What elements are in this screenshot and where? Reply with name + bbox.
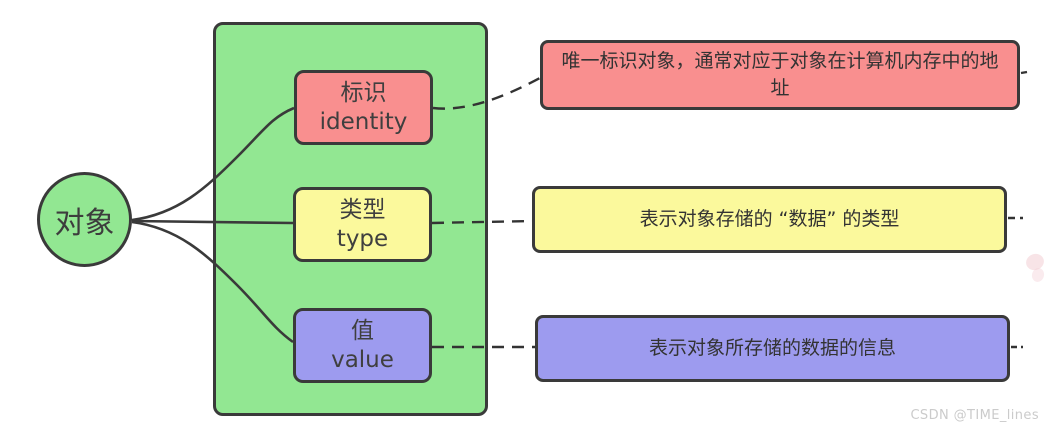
node-type-label-en: type [336, 225, 389, 252]
description-value-text: 表示对象所存储的数据的信息 [648, 337, 896, 360]
node-identity-label-en: identity [319, 108, 408, 135]
connector-identity-description [432, 76, 541, 110]
node-value: 值 value [293, 308, 432, 383]
connector-root-value [131, 220, 294, 344]
description-type: 表示对象存储的 “数据” 的类型 [532, 186, 1007, 253]
node-type: 类型 type [293, 187, 432, 262]
watermark: CSDN @TIME_lines [910, 408, 1039, 423]
root-node-label: 对象 [54, 205, 115, 241]
node-identity-label-zh: 标识 [340, 79, 387, 106]
connector-root-type [131, 219, 294, 225]
connector-tail-identity [1020, 70, 1028, 75]
node-value-label-zh: 值 [351, 317, 374, 344]
connector-root-identity [131, 106, 295, 222]
node-type-label-zh: 类型 [339, 196, 386, 223]
connector-type-description [431, 219, 533, 225]
root-node-object: 对象 [37, 172, 132, 267]
description-identity-text: 唯一标识对象，通常对应于对象在计算机内存中的地址 [561, 50, 999, 99]
description-value: 表示对象所存储的数据的信息 [535, 315, 1010, 382]
description-type-text: 表示对象存储的 “数据” 的类型 [639, 208, 900, 231]
node-identity: 标识 identity [294, 70, 433, 145]
node-value-label-en: value [331, 346, 394, 373]
description-identity: 唯一标识对象，通常对应于对象在计算机内存中的地址 [540, 40, 1020, 110]
